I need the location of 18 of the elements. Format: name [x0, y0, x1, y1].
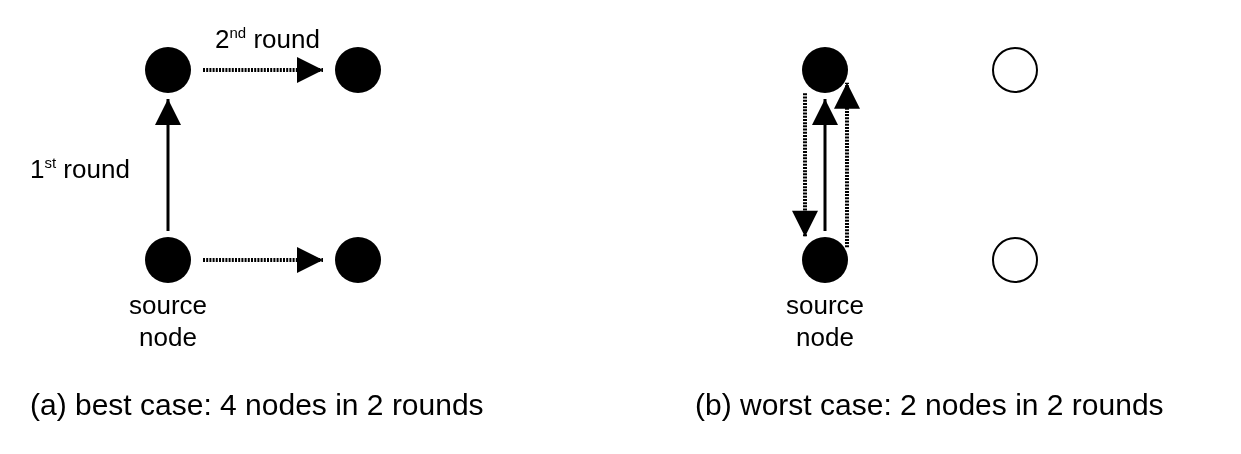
node-caption: source node [127, 289, 208, 353]
caption: (b) worst case: 2 nodes in 2 rounds [695, 388, 1164, 422]
filled-node-circle [802, 237, 848, 283]
arrow [155, 99, 181, 231]
dotted-arrow [203, 57, 323, 83]
filled-node-circle [145, 47, 191, 93]
empty-node-circle [992, 237, 1038, 283]
caption: (a) best case: 4 nodes in 2 rounds [30, 388, 484, 422]
node-caption: source node [784, 289, 865, 353]
dotted-arrow [834, 82, 860, 248]
empty-node-circle [992, 47, 1038, 93]
filled-node-circle [335, 47, 381, 93]
filled-node-circle [802, 47, 848, 93]
arrow [812, 99, 838, 231]
filled-node-circle [335, 237, 381, 283]
dotted-arrow [203, 247, 323, 273]
dotted-arrow [792, 93, 818, 237]
filled-node-circle [145, 237, 191, 283]
